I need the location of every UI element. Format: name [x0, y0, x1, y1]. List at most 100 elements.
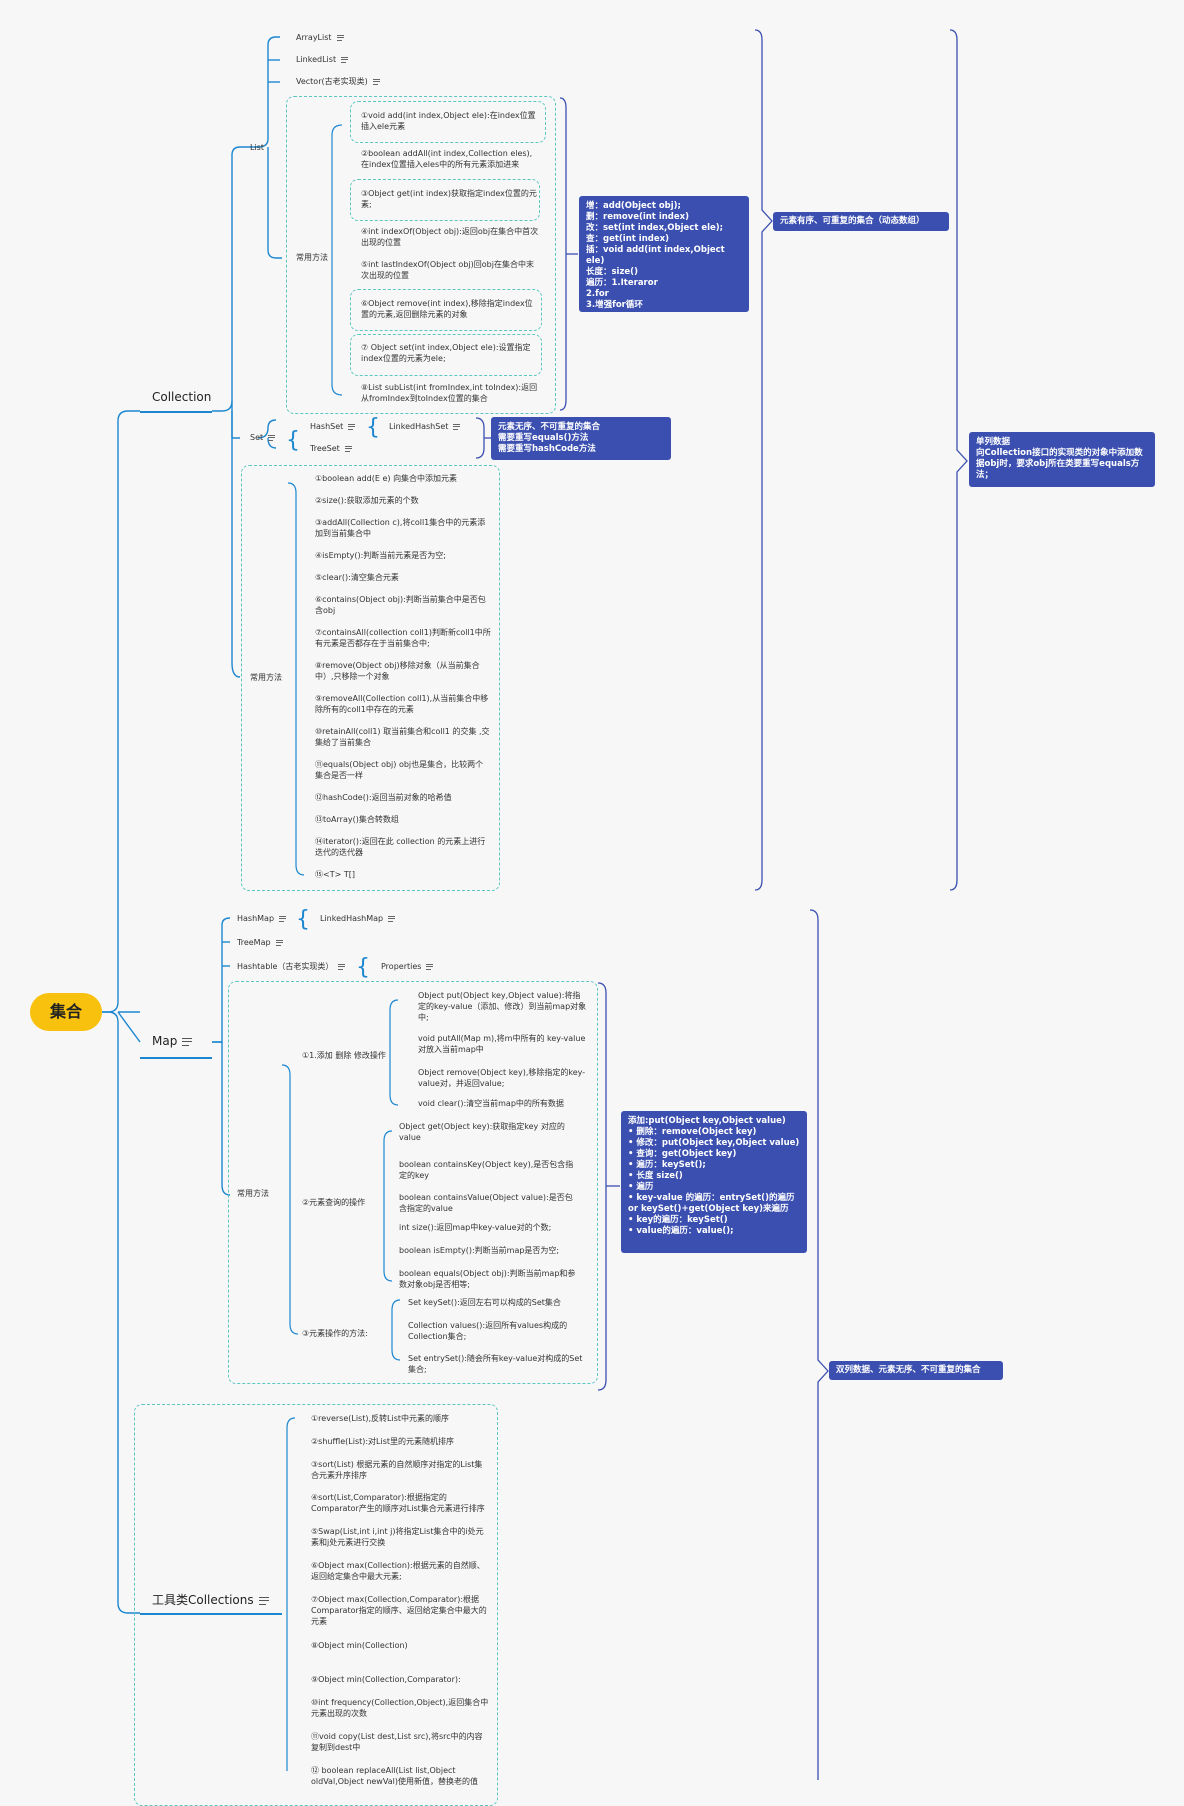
list-method-item[interactable]: ⑦ Object set(int index,Object ele):设置指定i… — [361, 343, 531, 363]
list-method-item[interactable]: ⑤int lastIndexOf(Object obj)回obj在集合中末次出现… — [361, 260, 534, 280]
collection-method-item[interactable]: ⑮<T> T[] — [315, 870, 355, 879]
list-method-item[interactable]: ⑥Object remove(int index),移除指定index位置的元素… — [361, 299, 533, 319]
map-label: Map — [152, 1034, 178, 1048]
collection-label: Collection — [152, 390, 212, 404]
linkedhashmap-node[interactable]: LinkedHashMap — [320, 913, 396, 924]
treemap-node[interactable]: TreeMap — [237, 937, 283, 948]
properties-node[interactable]: Properties — [381, 961, 434, 972]
map-method-group-label[interactable]: ①1.添加 删除 修改操作 — [302, 1051, 386, 1060]
collection-method-item[interactable]: ⑪equals(Object obj) obj也是集合，比较两个集合是否一样 — [315, 760, 484, 780]
collections-util-method-item[interactable]: ⑥Object max(Collection):根据元素的自然顺、返回给定集合中… — [311, 1561, 485, 1581]
collections-util-node[interactable]: 工具类Collections — [152, 1591, 269, 1608]
collection-method-item[interactable]: ①boolean add(E e) 向集合中添加元素 — [315, 474, 458, 483]
collection-method-item[interactable]: ⑦containsAll(collection coll1)判断新coll1中所… — [315, 628, 491, 648]
map-method-item[interactable]: Set entrySet():随会所有key-value对构成的Set集合; — [408, 1354, 583, 1374]
map-methods-label[interactable]: 常用方法 — [237, 1189, 269, 1198]
collection-method-item[interactable]: ⑭iterator():返回在此 collection 的元素上进行迭代的迭代器 — [315, 837, 486, 857]
collections-util-method-item[interactable]: ②shuffle(List):对List里的元素随机排序 — [311, 1437, 455, 1446]
collections-util-method-item[interactable]: ⑤Swap(List,int i,int j)将指定List集合中的i处元素和j… — [311, 1527, 484, 1547]
notes-icon — [336, 34, 344, 41]
collection-method-item[interactable]: ⑫hashCode():返回当前对象的哈希值 — [315, 793, 452, 802]
notes-icon — [279, 915, 287, 922]
svg-text:{: { — [286, 428, 300, 453]
list-method-item[interactable]: ⑧List subList(int fromIndex,int toIndex)… — [361, 383, 538, 403]
collection-methods-label[interactable]: 常用方法 — [250, 673, 282, 682]
hashmap-node[interactable]: HashMap — [237, 913, 287, 924]
list-impl-linkedlist[interactable]: LinkedList — [296, 54, 349, 65]
notes-icon — [388, 915, 396, 922]
collections-util-method-item[interactable]: ③sort(List) 根据元素的自然顺序对指定的List集合元素升序排序 — [311, 1460, 483, 1480]
list-method-item[interactable]: ②boolean addAll(int index,Collection ele… — [361, 149, 533, 169]
map-node[interactable]: Map — [152, 1034, 193, 1048]
collection-method-item[interactable]: ⑬toArray()集合转数组 — [315, 815, 399, 824]
list-impl-arraylist[interactable]: ArrayList — [296, 32, 344, 43]
map-method-group-label[interactable]: ②元素查询的操作 — [302, 1198, 366, 1207]
notes-icon — [341, 56, 349, 63]
map-method-item[interactable]: Set keySet():返回左右可以构成的Set集合 — [408, 1298, 561, 1307]
map-description-note: 双列数据、元素无序、不可重复的集合 — [829, 1361, 1003, 1380]
svg-text:{: { — [296, 907, 310, 932]
collections-util-method-item[interactable]: ⑨Object min(Collection,Comparator): — [311, 1675, 461, 1684]
list-summary-note: 增：add(Object obj); 删：remove(int index) 改… — [579, 196, 749, 312]
collection-method-item[interactable]: ⑧remove(Object obj)移除对象（从当前集合中）,只移除一个对象 — [315, 661, 480, 681]
list-method-item[interactable]: ①void add(int index,Object ele):在index位置… — [361, 111, 536, 131]
linkedhashmap-label: LinkedHashMap — [320, 914, 384, 923]
collection-method-item[interactable]: ⑩retainAll(coll1) 取当前集合和coll1 的交集 ,交集给了当… — [315, 727, 490, 747]
list-methods-label[interactable]: 常用方法 — [296, 253, 328, 262]
map-method-item[interactable]: int size():返回map中key-value对的个数; — [399, 1223, 552, 1232]
collection-node[interactable]: Collection — [152, 390, 211, 404]
collection-method-item[interactable]: ⑨removeAll(Collection coll1),从当前集合中移除所有的… — [315, 694, 489, 714]
map-summary-note: 添加:put(Object key,Object value) • 删除：rem… — [621, 1111, 807, 1253]
notes-icon — [258, 1596, 269, 1605]
collection-method-item[interactable]: ④isEmpty():判断当前元素是否为空; — [315, 551, 446, 560]
collections-util-method-item[interactable]: ⑫ boolean replaceAll(List list,Object ol… — [311, 1766, 478, 1786]
hashtable-node[interactable]: Hashtable（古老实现类） — [237, 961, 346, 972]
treeset-node[interactable]: TreeSet — [310, 443, 352, 454]
list-method-item[interactable]: ③Object get(int index)获取指定index位置的元素; — [361, 189, 537, 209]
hashset-node[interactable]: HashSet — [310, 421, 356, 432]
set-label: Set — [250, 433, 264, 442]
notes-icon — [372, 78, 380, 85]
set-node[interactable]: Set — [250, 432, 276, 443]
hashmap-label: HashMap — [237, 914, 275, 923]
svg-text:{: { — [356, 955, 370, 980]
map-method-item[interactable]: Object remove(Object key),移除指定的key-value… — [418, 1068, 586, 1088]
list-method-highlight — [350, 334, 542, 376]
collection-method-item[interactable]: ⑥contains(Object obj):判断当前集合中是否包含obj — [315, 595, 486, 615]
map-method-item[interactable]: boolean containsValue(Object value):是否包含… — [399, 1193, 573, 1213]
treemap-label: TreeMap — [237, 938, 271, 947]
collection-method-item[interactable]: ⑤clear():清空集合元素 — [315, 573, 399, 582]
collections-util-method-item[interactable]: ⑦Object max(Collection,Comparator):根据Com… — [311, 1595, 487, 1626]
map-method-item[interactable]: void clear():清空当前map中的所有数据 — [418, 1099, 564, 1108]
map-method-group-label[interactable]: ③元素操作的方法: — [302, 1329, 368, 1338]
map-method-item[interactable]: boolean equals(Object obj):判断当前map和参数对象o… — [399, 1269, 576, 1289]
notes-icon — [182, 1037, 193, 1046]
list-method-item[interactable]: ④int indexOf(Object obj):返回obj在集合中首次出现的位… — [361, 227, 539, 247]
map-method-item[interactable]: boolean isEmpty():判断当前map是否为空; — [399, 1246, 560, 1255]
collections-util-method-item[interactable]: ⑩int frequency(Collection,Object),返回集合中元… — [311, 1698, 489, 1718]
map-method-item[interactable]: Object put(Object key,Object value):将指定的… — [418, 991, 587, 1022]
map-method-item[interactable]: boolean containsKey(Object key),是否包含指定的k… — [399, 1160, 574, 1180]
collection-methods-box — [241, 465, 500, 891]
collections-util-method-item[interactable]: ⑧Object min(Collection) — [311, 1641, 408, 1650]
root-node[interactable]: 集合 — [30, 993, 102, 1031]
collections-util-method-item[interactable]: ①reverse(List),反转List中元素的顺序 — [311, 1414, 449, 1423]
map-method-item[interactable]: Object get(Object key):获取指定key 对应的value — [399, 1122, 565, 1142]
list-method-highlight — [350, 179, 540, 221]
list-node[interactable]: List — [250, 142, 264, 153]
map-method-item[interactable]: Collection values():返回所有values构成的Collect… — [408, 1321, 568, 1341]
collection-method-item[interactable]: ②size():获取添加元素的个数 — [315, 496, 419, 505]
map-methods-box — [228, 981, 598, 1384]
list-methods-box — [286, 96, 556, 414]
linkedhashset-node[interactable]: LinkedHashSet — [389, 421, 461, 432]
impl-label: LinkedList — [296, 55, 337, 64]
list-method-highlight — [350, 289, 542, 331]
collection-method-item[interactable]: ③addAll(Collection c),将coll1集合中的元素添加到当前集… — [315, 518, 486, 538]
list-impl-vector[interactable]: Vector(古老实现类) — [296, 76, 380, 87]
notes-icon — [338, 963, 346, 970]
notes-icon — [275, 939, 283, 946]
collections-util-method-item[interactable]: ④sort(List,Comparator):根据指定的Comparator产生… — [311, 1493, 485, 1513]
map-method-item[interactable]: void putAll(Map m),将m中所有的 key-value对放入当前… — [418, 1034, 586, 1054]
collections-util-method-item[interactable]: ⑪void copy(List dest,List src),将src中的内容复… — [311, 1732, 483, 1752]
